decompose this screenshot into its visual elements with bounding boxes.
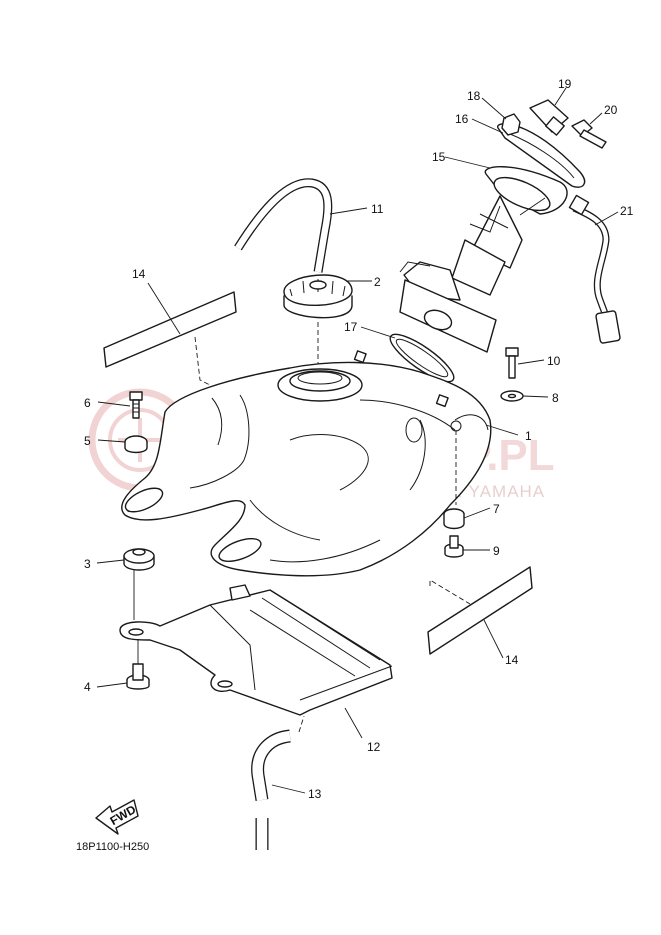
callout-8[interactable]: 8 [552,391,559,405]
callout-21[interactable]: 21 [620,204,634,218]
callout-2[interactable]: 2 [374,275,381,289]
part-12-tank-guard[interactable] [119,584,393,716]
callout-12[interactable]: 12 [367,740,381,754]
callout-15[interactable]: 15 [432,150,446,164]
callout-17[interactable]: 17 [344,320,358,334]
part-19-connector[interactable] [529,99,569,136]
fwd-arrow-icon: FWD [95,799,139,835]
callout-16[interactable]: 16 [455,112,469,126]
part-8-washer[interactable] [500,390,524,402]
callout-18[interactable]: 18 [467,89,481,103]
callout-9[interactable]: 9 [493,544,500,558]
part-1-fuel-tank[interactable] [121,350,492,577]
part-18-nut[interactable] [501,113,521,136]
leader-lines [96,87,619,794]
callout-3[interactable]: 3 [84,557,91,571]
part-5-grommet[interactable] [124,435,148,454]
part-15-fuel-pump[interactable] [399,166,568,353]
part-4-collar[interactable] [126,636,150,690]
part-10-bolt[interactable] [505,347,519,379]
part-6-bolt[interactable] [129,391,143,419]
part-21-fuel-line[interactable] [568,194,621,344]
part-20-bolt[interactable] [571,119,607,149]
callout-11[interactable]: 11 [371,202,384,216]
part-14-pad-lower[interactable] [427,566,533,655]
callouts: 14 2 11 17 15 16 18 19 20 21 6 5 3 4 12 … [84,77,634,801]
callout-10[interactable]: 10 [547,354,561,368]
callout-20[interactable]: 20 [604,103,618,117]
callout-5[interactable]: 5 [84,434,91,448]
callout-4[interactable]: 4 [84,680,91,694]
part-9-collar[interactable] [444,535,464,558]
callout-6[interactable]: 6 [84,396,91,410]
part-7-grommet[interactable] [443,508,465,530]
callout-19[interactable]: 19 [558,77,572,91]
part-14-pad-upper[interactable] [103,291,237,386]
callout-13[interactable]: 13 [308,787,322,801]
part-13-drain-hose[interactable] [251,715,305,850]
diagram-code: 18P1100-H250 [76,841,149,853]
part-3-damper[interactable] [123,548,155,620]
part-2-fuel-cap[interactable] [283,274,353,372]
callout-14-upper[interactable]: 14 [132,267,146,281]
callout-14-lower[interactable]: 14 [505,653,519,667]
callout-1[interactable]: 1 [525,429,532,443]
callout-7[interactable]: 7 [493,502,500,516]
